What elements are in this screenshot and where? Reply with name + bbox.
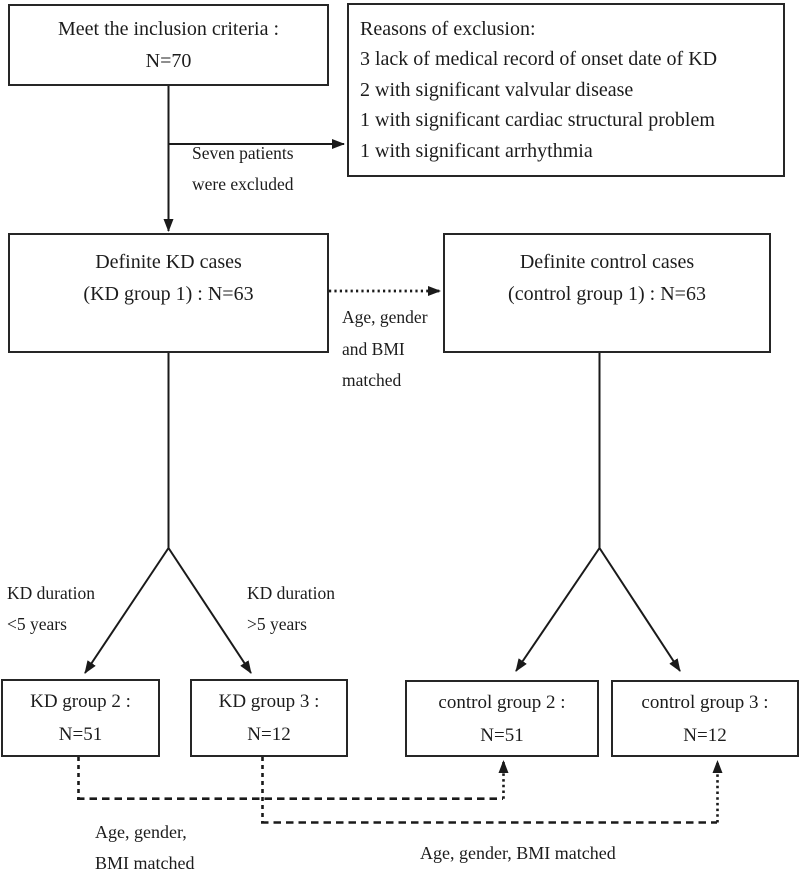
label-excluded-line2: were excluded xyxy=(192,174,294,194)
label-duration-short-line2: <5 years xyxy=(7,614,67,634)
box-inclusion-line1: Meet the inclusion criteria : xyxy=(57,18,280,40)
box-exclusion: Reasons of exclusion: 3 lack of medical … xyxy=(347,3,785,177)
label-matched-group1: Age, gender and BMI matched xyxy=(342,302,428,397)
box-kd-group1-line2: (KD group 1) : N=63 xyxy=(83,283,254,305)
box-control-group2: control group 2 : N=51 xyxy=(405,680,599,757)
box-control-group2-line2: N=51 xyxy=(480,724,524,746)
box-kd-group3-line2: N=12 xyxy=(247,724,291,745)
label-matched-group2-line1: Age, gender, xyxy=(95,822,187,842)
label-duration-long-line1: KD duration xyxy=(247,583,335,603)
box-control-group2-line1: control group 2 : xyxy=(438,691,566,713)
box-control-group1: Definite control cases (control group 1)… xyxy=(443,233,771,353)
label-excluded-line1: Seven patients xyxy=(192,143,294,163)
box-inclusion-line2: N=70 xyxy=(145,50,192,72)
arrow-control1-to-control2 xyxy=(515,547,601,672)
box-kd-group3-line1: KD group 3 : xyxy=(218,691,320,712)
label-duration-long: KD duration >5 years xyxy=(247,578,335,640)
box-kd-group3: KD group 3 : N=12 xyxy=(190,679,348,757)
label-matched-group1-line2: and BMI xyxy=(342,338,405,359)
box-kd-group1-line1: Definite KD cases xyxy=(95,251,242,273)
box-kd-group2-line1: KD group 2 : xyxy=(30,691,131,712)
box-control-group3-line2: N=12 xyxy=(683,724,727,746)
box-control-group3: control group 3 : N=12 xyxy=(611,680,799,757)
box-kd-group2-line2: N=51 xyxy=(58,724,103,745)
box-kd-group1: Definite KD cases (KD group 1) : N=63 xyxy=(8,233,329,353)
box-control-group3-line1: control group 3 : xyxy=(641,691,769,713)
box-exclusion-line4: 1 with significant cardiac structural pr… xyxy=(360,109,715,132)
box-exclusion-line2: 3 lack of medical record of onset date o… xyxy=(360,48,718,71)
box-exclusion-line1: Reasons of exclusion: xyxy=(360,17,536,40)
box-kd-group2: KD group 2 : N=51 xyxy=(1,679,160,757)
label-duration-short-line1: KD duration xyxy=(7,583,95,603)
label-matched-group3-line1: Age, gender, BMI matched xyxy=(420,843,616,863)
label-matched-group1-line3: matched xyxy=(342,370,402,390)
box-control-group1-line1: Definite control cases xyxy=(519,251,695,273)
label-matched-group2-line2: BMI matched xyxy=(95,853,195,873)
label-duration-long-line2: >5 years xyxy=(247,614,307,634)
arrow-kd1-to-kd2 xyxy=(84,547,170,674)
label-duration-short: KD duration <5 years xyxy=(7,578,95,640)
box-exclusion-line5: 1 with significant arrhythmia xyxy=(360,139,593,162)
label-excluded: Seven patients were excluded xyxy=(192,138,294,200)
arrow-control1-to-control3 xyxy=(598,547,681,672)
label-matched-group3: Age, gender, BMI matched xyxy=(420,838,616,869)
box-inclusion: Meet the inclusion criteria : N=70 xyxy=(8,4,329,86)
box-control-group1-line2: (control group 1) : N=63 xyxy=(508,283,706,305)
box-exclusion-line3: 2 with significant valvular disease xyxy=(360,78,634,101)
label-matched-group1-line1: Age, gender xyxy=(342,307,428,327)
arrow-kd1-to-kd3 xyxy=(167,547,252,674)
label-matched-group2: Age, gender, BMI matched xyxy=(95,817,194,876)
